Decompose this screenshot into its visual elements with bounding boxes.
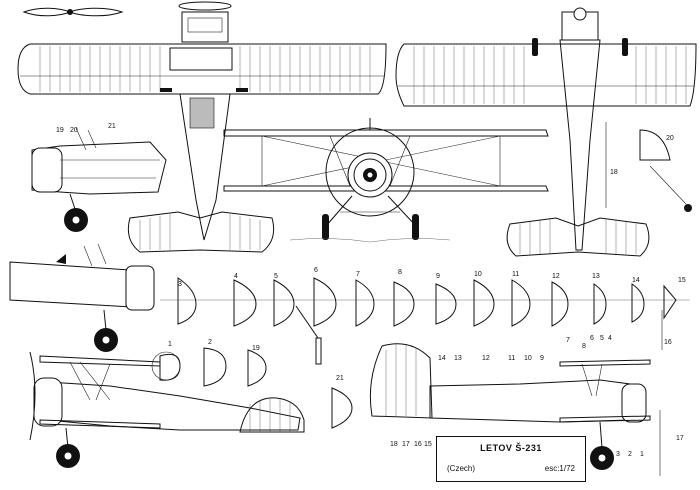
front-view: [223, 118, 549, 243]
fuselage-top: [179, 93, 231, 241]
callout-nose-19: 19: [56, 127, 64, 134]
callout-rib-6: 6: [314, 267, 318, 274]
side-view-right: [369, 343, 651, 470]
callout-bottom-1: 1: [640, 451, 644, 458]
callout-nose-20: 20: [70, 127, 78, 134]
callout-rib-11: 11: [512, 271, 519, 278]
callout-bottom-15: 15: [424, 441, 432, 448]
callout-tail-13: 13: [454, 355, 462, 362]
callout-rib-7: 7: [356, 271, 360, 278]
wheel-left: [322, 214, 329, 240]
callout-tail-6: 6: [590, 335, 594, 342]
nose-detail-upper: [31, 127, 167, 232]
callout-misc-2: 2: [208, 339, 212, 346]
callout-tail-5: 5: [600, 335, 604, 342]
callout-tail-10: 10: [524, 355, 532, 362]
callout-misc-16: 16: [664, 339, 672, 346]
callout-rib-9: 9: [436, 273, 440, 280]
rudder-right: [369, 343, 433, 419]
callout-rib-13: 13: [592, 273, 600, 280]
rib-sections: [160, 277, 690, 365]
callout-tail-8: 8: [582, 343, 586, 350]
callout-misc-17: 17: [676, 435, 684, 442]
callout-tail-4: 4: [608, 335, 612, 342]
callout-rib-12: 12: [552, 273, 560, 280]
callout-misc-19: 19: [252, 345, 260, 352]
misc-details: [151, 122, 692, 476]
callout-rib-4: 4: [234, 273, 238, 280]
callout-labels: 19 20 21 3 4 5 6 7 8 9 10 11 12 13 14 15…: [56, 123, 686, 458]
drawing-scale: esc:1/72: [544, 464, 575, 473]
callout-rib-15: 15: [678, 277, 686, 284]
top-view: [17, 1, 387, 253]
bottom-view: [395, 7, 697, 257]
callout-rib-10: 10: [474, 271, 482, 278]
tailplane-top: [127, 211, 275, 253]
rudder-left: [239, 397, 305, 433]
engine-bottom: [561, 11, 599, 41]
cockpit-top: [189, 97, 215, 129]
upper-wing-front: [223, 129, 549, 137]
engine-top: [181, 11, 229, 43]
side-view-left: [29, 351, 305, 468]
callout-misc-21: 21: [336, 375, 344, 382]
callout-bottom-16: 16: [414, 441, 422, 448]
callout-tail-7: 7: [566, 337, 570, 344]
callout-tail-12: 12: [482, 355, 490, 362]
tailplane-bottom: [506, 217, 650, 257]
callout-bottom-17: 17: [402, 441, 410, 448]
callout-tail-9: 9: [540, 355, 544, 362]
propeller-edge: [178, 1, 232, 11]
upper-wing-top: [17, 43, 387, 95]
callout-bottom-3: 3: [616, 451, 620, 458]
callout-tail-11: 11: [508, 355, 515, 362]
title-block: LETOV Š-231 (Czech) esc:1/72: [436, 436, 586, 482]
drawing-country: (Czech): [447, 464, 476, 473]
callout-tail-14: 14: [438, 355, 446, 362]
wing-ribs-top: [39, 46, 371, 92]
callout-bottom-2: 2: [628, 451, 632, 458]
callout-rib-3: 3: [178, 281, 182, 288]
wheel-right: [412, 214, 419, 240]
callout-rib-8: 8: [398, 269, 402, 276]
callout-bottom-18: 18: [390, 441, 398, 448]
engine-side-left: [33, 377, 63, 427]
callout-misc-1: 1: [168, 341, 172, 348]
propeller-top: [22, 7, 124, 17]
engine-side-right: [621, 383, 647, 423]
lower-wing-front: [223, 185, 549, 192]
nose-detail-middle: [9, 243, 155, 352]
lower-wing-bottom: [395, 43, 697, 107]
fuselage-bottom: [559, 39, 601, 251]
callout-rib-5: 5: [274, 273, 278, 280]
drawing-title: LETOV Š-231: [480, 443, 542, 453]
callout-misc-18: 18: [610, 169, 618, 176]
callout-rib-14: 14: [632, 277, 640, 284]
callout-nose-21: 21: [108, 123, 116, 130]
callout-misc-20: 20: [666, 135, 674, 142]
